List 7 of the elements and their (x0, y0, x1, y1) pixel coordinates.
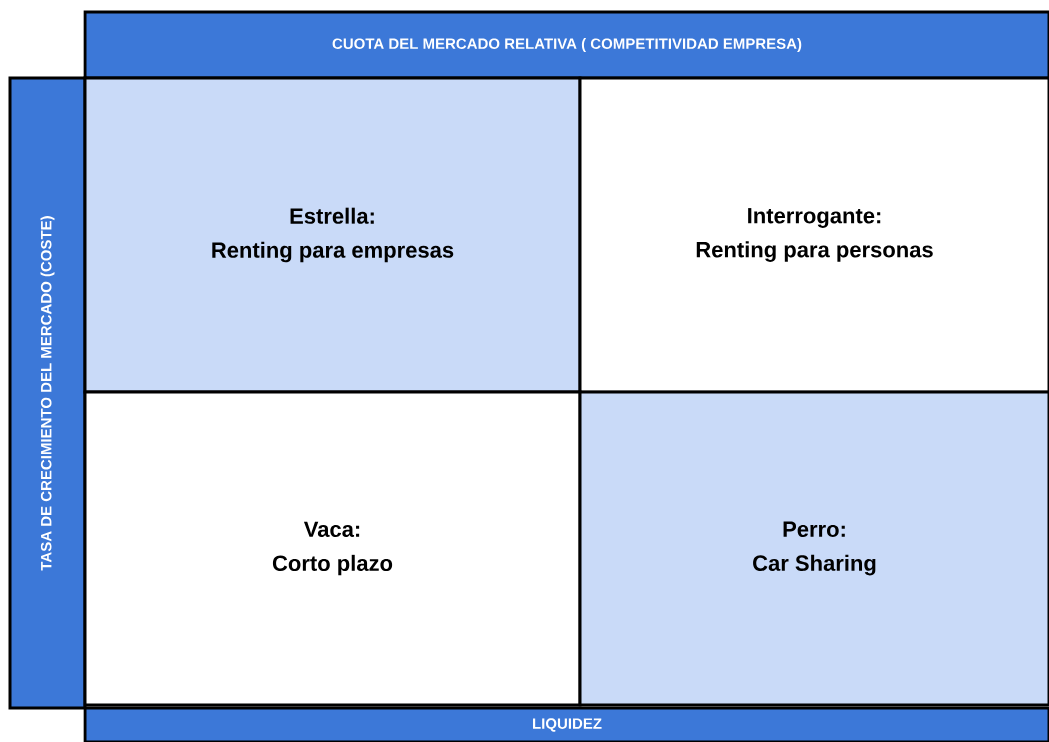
quadrant-box: Perro: Car Sharing (578, 390, 1049, 707)
quadrant-box: Estrella: Renting para empresas (83, 76, 582, 394)
footer-band: LIQUIDEZ (83, 706, 1049, 742)
header-band: CUOTA DEL MERCADO RELATIVA ( COMPETITIVIDAD EMPRESA) (83, 10, 1049, 80)
quadrant-box: Interrogante: Renting para personas (578, 76, 1049, 394)
quadrant-box: Vaca: Corto plazo (83, 390, 582, 707)
axis-band: TASA DE CRECIMIENTO DEL MERCADO (COSTE) (8, 76, 87, 710)
